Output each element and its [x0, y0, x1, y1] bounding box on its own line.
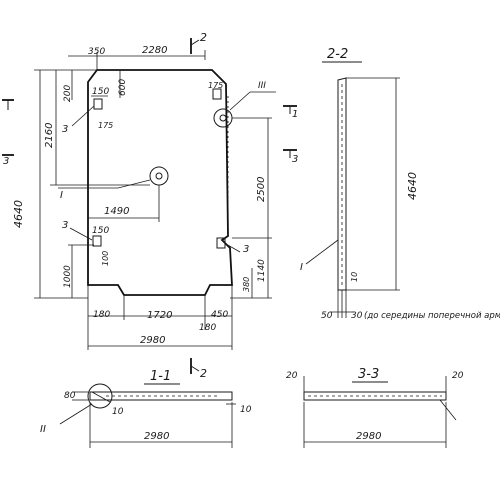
- label-3-upper: 3: [62, 124, 68, 135]
- dim-1490: 1490: [104, 206, 129, 217]
- dim-450: 450: [211, 310, 228, 320]
- embedded-part-bottom-left: [92, 235, 102, 247]
- cut-marker-3-right: 3: [292, 154, 298, 165]
- dim-1000: 1000: [63, 265, 73, 288]
- section-2-2-small-dim: 10: [350, 272, 359, 282]
- lifting-loop-center: [149, 166, 169, 186]
- section-3-3-left-dim: 20: [286, 371, 298, 381]
- section-2-2-height: 4640: [406, 172, 419, 200]
- label-3-right: 3: [243, 244, 249, 255]
- dim-1720: 1720: [147, 310, 172, 321]
- section-3-3-right-dim: 20: [452, 371, 464, 381]
- cut-marker-2-top: 2: [200, 31, 207, 44]
- dim-180-left: 180: [93, 310, 110, 320]
- section-2-2-note: (до середины поперечной арматуры): [364, 311, 500, 321]
- dim-top-width-2280: 2280: [142, 45, 167, 56]
- dim-175-top: 175: [208, 81, 223, 90]
- section-3-3-slab: [303, 391, 447, 401]
- section-2-2-marker: I: [300, 262, 303, 273]
- dim-top-left-350: 350: [88, 47, 105, 57]
- section-1-1-width: 2980: [144, 431, 169, 442]
- dim-4640-left: 4640: [12, 200, 25, 228]
- dim-600: 600: [118, 79, 128, 96]
- section-2-2-base-left: 50: [321, 311, 333, 321]
- embedded-part-bottom-right: [216, 237, 226, 249]
- label-3-lower: 3: [62, 220, 68, 231]
- marker-III: III: [258, 81, 266, 91]
- section-1-1-title: 1-1: [150, 369, 171, 384]
- cut-marker-2-bottom: 2: [200, 367, 207, 380]
- dim-380: 380: [242, 277, 251, 292]
- section-3-3-title: 3-3: [358, 367, 379, 382]
- dim-150-low: 150: [92, 226, 109, 236]
- section-3-3: 3-3 20 20 2980: [286, 367, 464, 448]
- cut-marker-1: 1: [292, 109, 298, 120]
- dim-2980-plan: 2980: [140, 335, 165, 346]
- plan-view: 350 2280 2 4640 2160 200 1000 150 600 3 …: [2, 31, 298, 380]
- section-2-2-profile: [337, 77, 347, 291]
- dim-150-top: 150: [92, 87, 109, 97]
- section-1-1-right-dim: 10: [240, 405, 252, 415]
- cut-marker-3-left: 3: [3, 156, 9, 167]
- marker-I: I: [60, 190, 63, 201]
- embedded-part-top-right: [212, 88, 222, 100]
- section-2-2-base-right: 30: [351, 311, 363, 321]
- dim-2160: 2160: [44, 123, 55, 148]
- dim-180-right: 180: [199, 323, 216, 333]
- section-1-1-tip-dim: 10: [112, 407, 124, 417]
- section-1-1-marker: II: [40, 424, 46, 435]
- dim-175-left: 175: [98, 121, 113, 130]
- section-2-2-title: 2-2: [327, 47, 348, 62]
- section-3-3-width: 2980: [356, 431, 381, 442]
- dim-200: 200: [63, 85, 73, 102]
- embedded-part-top-left: [93, 98, 103, 110]
- dim-100: 100: [101, 251, 110, 266]
- section-1-1: 1-1 II 80 10 10 2980: [40, 369, 252, 448]
- dim-2500: 2500: [256, 177, 267, 202]
- dim-1140: 1140: [257, 259, 267, 282]
- section-1-1-left-dim: 80: [64, 391, 76, 401]
- section-1-1-detail-circle: [87, 383, 113, 409]
- lifting-loop-right: [213, 108, 233, 128]
- section-2-2: 2-2 4640 I 10 50 30 (до середины попереч…: [300, 47, 500, 321]
- section-1-1-slab: [89, 391, 233, 401]
